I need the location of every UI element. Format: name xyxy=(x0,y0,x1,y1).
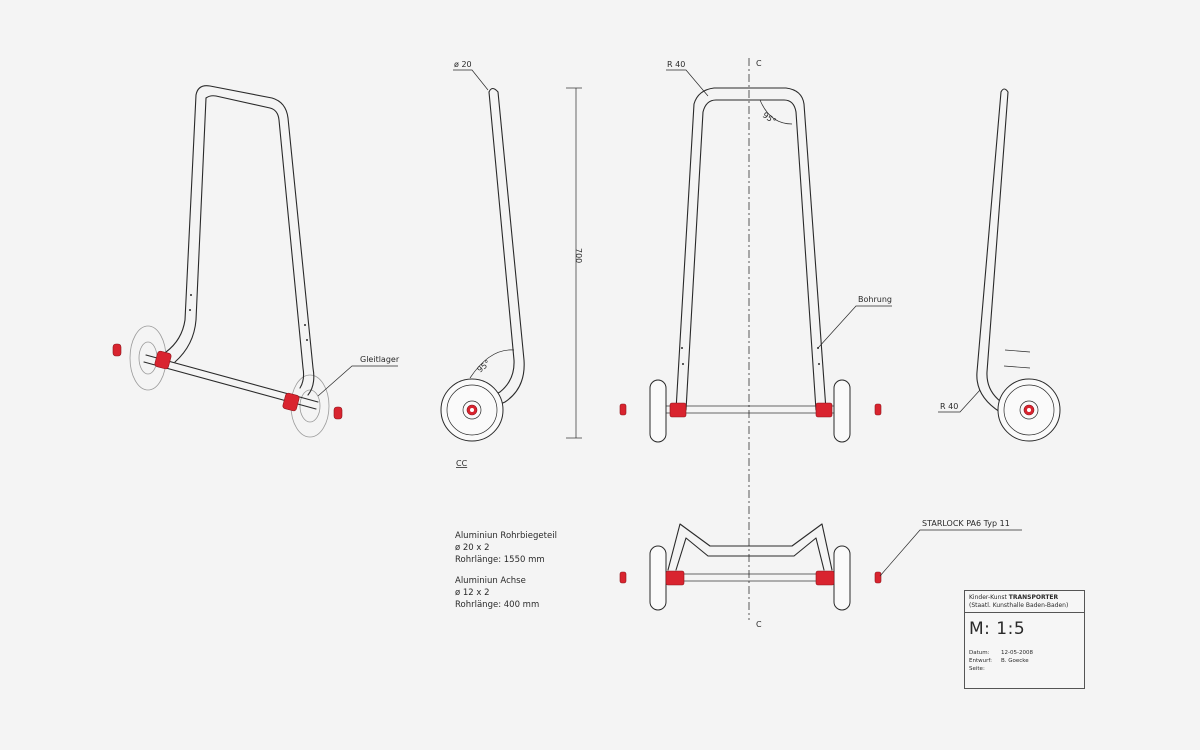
side-frame-tube xyxy=(475,87,525,415)
top-wheel-right xyxy=(833,545,851,611)
label-tube-diameter: ø 20 xyxy=(454,60,472,69)
tube-spec: Aluminiun Rohrbiegeteil ø 20 x 2 Rohrlän… xyxy=(455,530,557,566)
top-bearing-right xyxy=(815,570,835,586)
front-starlock-left xyxy=(619,403,627,416)
design-value: B. Goecke xyxy=(1001,658,1029,664)
side-view: 95° ø 20 700 CC xyxy=(440,60,583,468)
label-section-c-bottom: C xyxy=(756,620,762,629)
date-value: 12-05-2008 xyxy=(1001,650,1033,656)
title-block-meta: Datum: 12-05-2008 Entwurf: B. Goecke Seite… xyxy=(965,643,1084,673)
front-starlock-right xyxy=(874,403,882,416)
tube-spec-dim: ø 20 x 2 xyxy=(455,543,490,553)
label-starlock: STARLOCK PA6 Typ 11 xyxy=(922,519,1010,528)
top-starlock-left xyxy=(619,571,627,584)
top-bearing-left xyxy=(665,570,685,586)
label-gleitlager: Gleitlager xyxy=(360,355,400,364)
scale: M: 1:5 xyxy=(969,619,1026,639)
top-frame-tube xyxy=(667,523,833,571)
axle-spec-length: Rohrlänge: 400 mm xyxy=(455,600,540,610)
front-wheel-left xyxy=(649,379,667,443)
project-name: TRANSPORTER xyxy=(1008,594,1059,601)
axle-spec-title: Aluminiun Achse xyxy=(455,576,526,586)
client-name: (Staatl. Kunsthalle Baden-Baden) xyxy=(969,602,1069,609)
front-frame-tube xyxy=(675,87,827,411)
title-block-header: Kinder-Kunst TRANSPORTER (Staatl. Kunsth… xyxy=(965,591,1084,613)
title-block: Kinder-Kunst TRANSPORTER (Staatl. Kunsth… xyxy=(964,590,1085,689)
front-view: C R 40 95° Bohrung xyxy=(619,58,892,620)
label-height-700: 700 xyxy=(574,248,583,263)
label-radius-right: R 40 xyxy=(940,402,958,411)
date-label: Datum: xyxy=(969,650,990,656)
tube-spec-title: Aluminiun Rohrbiegeteil xyxy=(455,531,557,541)
iso-bearing-left xyxy=(154,350,172,370)
page-label: Seite: xyxy=(969,666,985,672)
axle-spec-dim: ø 12 x 2 xyxy=(455,588,490,598)
top-starlock-right xyxy=(874,571,882,584)
label-angle-front: 95° xyxy=(761,110,778,126)
label-section-cc: CC xyxy=(456,459,468,468)
iso-frame-tube xyxy=(165,85,315,396)
label-radius-front: R 40 xyxy=(667,60,685,69)
right-side-view: R 40 xyxy=(938,88,1061,442)
label-bohrung: Bohrung xyxy=(858,295,892,304)
axle-spec: Aluminiun Achse ø 12 x 2 Rohrlänge: 400 … xyxy=(455,575,539,611)
design-label: Entwurf: xyxy=(969,658,992,664)
top-wheel-left xyxy=(649,545,667,611)
iso-starlock-left xyxy=(112,343,122,357)
tube-spec-length: Rohrlänge: 1550 mm xyxy=(455,555,545,565)
front-bearing-left xyxy=(669,402,687,418)
right-frame-tube xyxy=(976,88,1009,413)
iso-bearing-right xyxy=(282,392,300,412)
iso-starlock-right xyxy=(333,406,343,420)
project-prefix: Kinder-Kunst xyxy=(969,594,1009,601)
front-bearing-right xyxy=(815,402,833,418)
top-view: C STARLOCK PA6 Typ 11 xyxy=(619,519,1022,629)
label-section-c-top: C xyxy=(756,59,762,68)
isometric-view: Gleitlager xyxy=(112,85,400,438)
front-wheel-right xyxy=(833,379,851,443)
label-angle-side: 95° xyxy=(475,358,492,374)
